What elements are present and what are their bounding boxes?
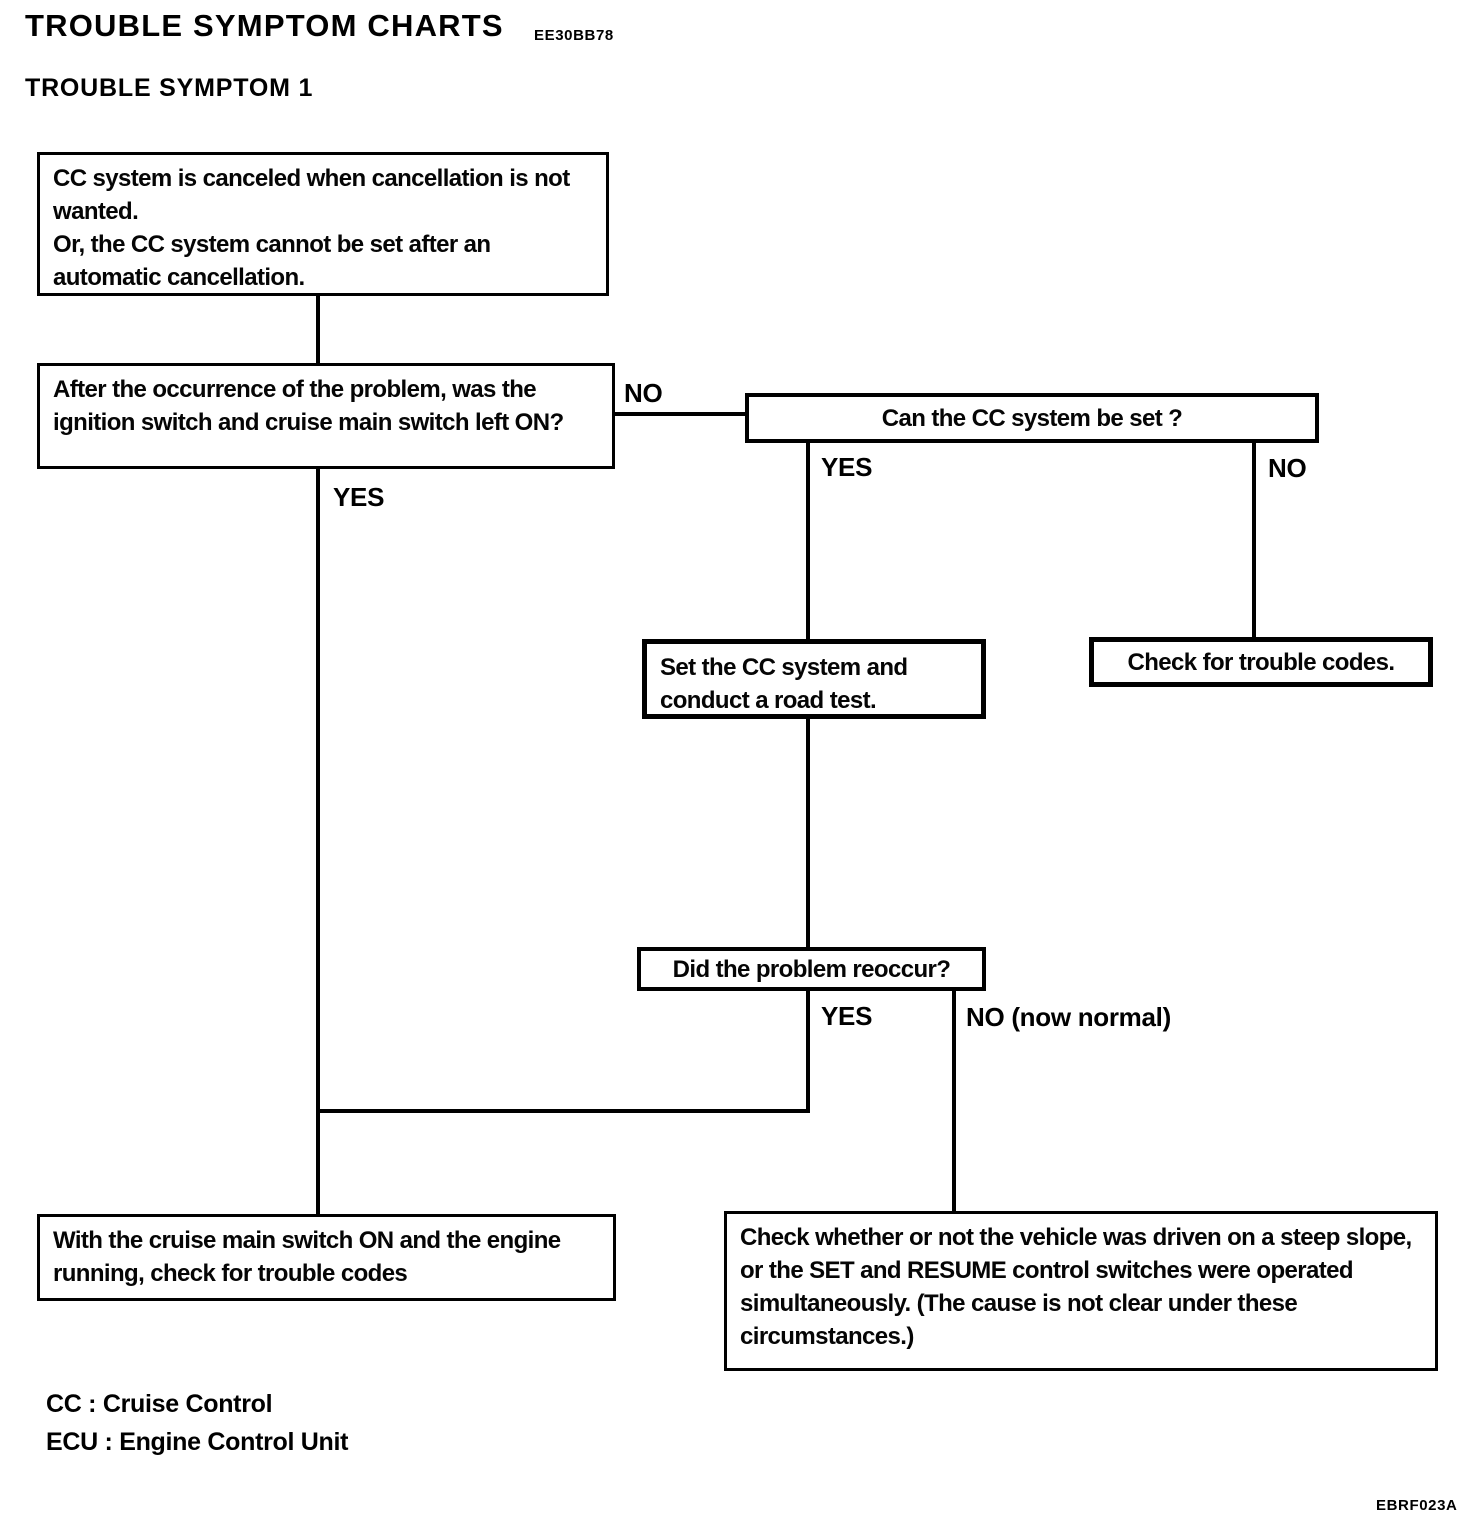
connector-reoccur-yes	[806, 990, 810, 1113]
legend-ecu: ECU : Engine Control Unit	[46, 1428, 349, 1456]
connector-canset-yes	[806, 442, 810, 640]
node-main-switch-check: With the cruise main switch ON and the e…	[37, 1214, 616, 1301]
page-title: TROUBLE SYMPTOM CHARTS	[25, 8, 504, 43]
node-symptom: CC system is canceled when cancellation …	[37, 152, 609, 296]
node-reoccur-question: Did the problem reoccur?	[637, 947, 986, 991]
label-no-canset: NO	[1268, 453, 1307, 483]
connector-no-horizontal	[614, 412, 746, 416]
connector-roadtest-reoccur	[806, 717, 810, 948]
section-title: TROUBLE SYMPTOM 1	[25, 74, 314, 102]
node-can-set-question: Can the CC system be set ?	[745, 393, 1319, 443]
connector-yes-main-vertical	[316, 468, 320, 1215]
label-yes-canset: YES	[821, 452, 873, 482]
connector-canset-no	[1252, 442, 1256, 638]
page-title-code: EE30BB78	[534, 27, 614, 44]
node-steep-slope: Check whether or not the vehicle was dri…	[724, 1211, 1438, 1371]
legend-cc: CC : Cruise Control	[46, 1390, 273, 1418]
label-yes-reoccur: YES	[821, 1001, 873, 1031]
label-yes-ignition: YES	[333, 482, 385, 512]
connector-return-horizontal	[316, 1109, 810, 1113]
connector-reoccur-no	[952, 990, 956, 1212]
label-no-ignition: NO	[624, 378, 663, 408]
node-check-codes: Check for trouble codes.	[1089, 637, 1433, 687]
node-ignition-question: After the occurrence of the problem, was…	[37, 363, 615, 469]
figure-code: EBRF023A	[1376, 1497, 1458, 1514]
label-no-reoccur: NO (now normal)	[966, 1002, 1171, 1032]
connector-symptom-ignition	[316, 295, 320, 364]
node-road-test: Set the CC system and conduct a road tes…	[642, 639, 986, 719]
